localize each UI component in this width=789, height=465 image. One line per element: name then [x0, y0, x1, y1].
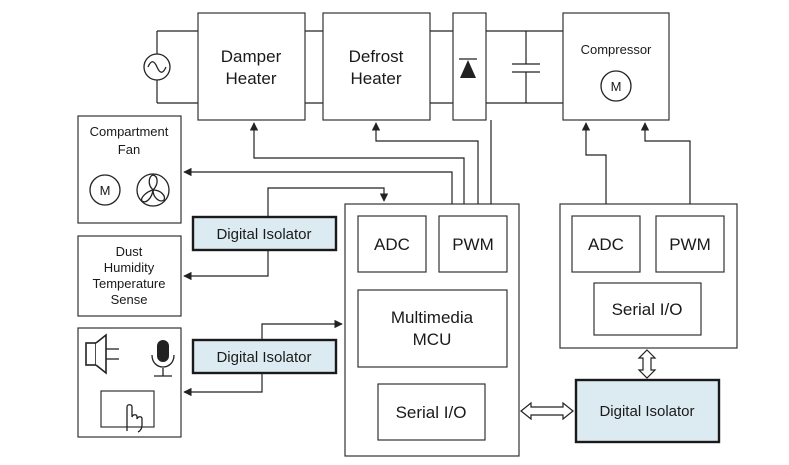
damper-heater-label-line2: Heater	[225, 69, 276, 88]
diode-icon	[452, 12, 487, 121]
defrost-heater-label-line2: Heater	[350, 69, 401, 88]
power-rails	[156, 30, 563, 104]
touch-panel-icon	[100, 390, 155, 433]
motor-icon	[89, 174, 121, 206]
mcu-adc-label: ADC	[374, 235, 410, 254]
digital-isolator-upper: Digital Isolator	[191, 215, 338, 252]
multimedia-mcu-block: ADC PWM Multimedia MCU Serial I/O	[344, 203, 520, 457]
sensor-label-line4: Sense	[111, 292, 148, 307]
motor-icon	[600, 70, 632, 102]
defrost-heater-block: Defrost Heater	[322, 12, 431, 121]
digital-isolator-upper-label: Digital Isolator	[216, 226, 311, 243]
mcu-name-line2: MCU	[413, 330, 452, 349]
motor-controller-pwm-label: PWM	[669, 235, 711, 254]
user-interface-block	[77, 327, 182, 438]
fan-motor-label: M	[100, 183, 111, 198]
digital-isolator-middle: Digital Isolator	[191, 338, 338, 375]
mcu-name-line1: Multimedia	[391, 308, 474, 327]
microphone-icon	[151, 340, 175, 377]
fan-icon	[136, 173, 170, 207]
compressor-label: Compressor	[581, 42, 652, 57]
motor-controller-adc-label: ADC	[588, 235, 624, 254]
digital-isolator-lower-right: Digital Isolator	[574, 378, 721, 444]
sensor-block: Dust Humidity Temperature Sense	[77, 235, 182, 317]
compartment-fan-label-line2: Fan	[118, 142, 140, 157]
sensor-label-line1: Dust	[116, 244, 143, 259]
sensor-label-line2: Humidity	[104, 260, 155, 275]
defrost-heater-label-line1: Defrost	[349, 47, 404, 66]
motor-controller-serial-io-label: Serial I/O	[612, 300, 683, 319]
compressor-motor-label: M	[611, 79, 622, 94]
sensor-label-line3: Temperature	[93, 276, 166, 291]
signal-connections	[183, 120, 691, 397]
bidirectional-link-mcu-isolator	[520, 401, 574, 421]
mcu-pwm-label: PWM	[452, 235, 494, 254]
compressor-block: Compressor M	[562, 12, 670, 121]
motor-controller-block: ADC PWM Serial I/O	[559, 203, 738, 349]
compartment-fan-block: Compartment Fan M	[77, 115, 182, 224]
digital-isolator-lower-right-label: Digital Isolator	[599, 403, 694, 420]
ac-source-icon	[143, 53, 171, 81]
speaker-icon	[85, 333, 119, 375]
digital-isolator-middle-label: Digital Isolator	[216, 349, 311, 366]
damper-heater-label-line1: Damper	[221, 47, 282, 66]
capacitor-icon	[512, 63, 540, 73]
mcu-serial-io-label: Serial I/O	[396, 403, 467, 422]
compartment-fan-label-line1: Compartment	[90, 124, 169, 139]
bidirectional-link-isolator-motor-controller	[637, 349, 657, 379]
damper-heater-block: Damper Heater	[197, 12, 306, 121]
